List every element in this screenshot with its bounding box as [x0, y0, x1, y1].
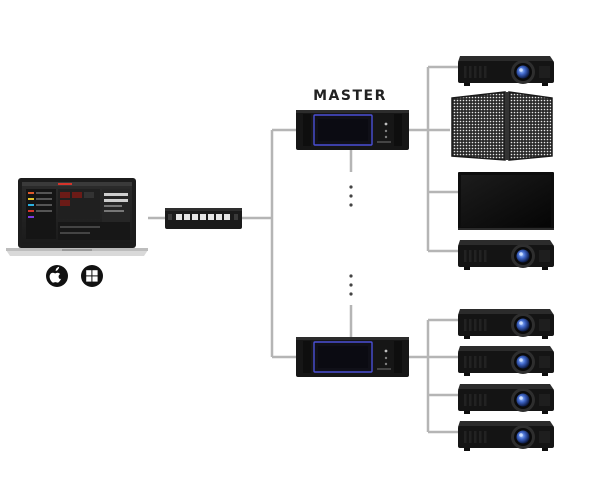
laptop — [6, 178, 148, 256]
flat-display — [458, 172, 554, 230]
projector-lens — [516, 65, 530, 79]
led-wall — [451, 91, 553, 161]
windows-logo-icon — [81, 265, 103, 287]
projector-lens — [516, 393, 530, 407]
apple-logo-icon — [46, 265, 68, 287]
projector-lens — [516, 430, 530, 444]
projector — [458, 56, 554, 86]
master-media-server — [296, 110, 409, 150]
slave-media-server — [296, 337, 409, 377]
network-switch — [165, 208, 242, 229]
projector-lens — [516, 318, 530, 332]
master-label: MASTER — [313, 88, 387, 104]
ellipsis-dots — [349, 185, 353, 296]
led-wall-panel-left — [452, 92, 505, 160]
projector-lens — [516, 355, 530, 369]
projector — [458, 346, 554, 376]
projector — [458, 421, 554, 451]
led-wall-panel-right — [509, 92, 552, 160]
projector-group — [458, 56, 554, 451]
switch-ports — [176, 214, 230, 220]
projector-lens — [516, 249, 530, 263]
projector — [458, 384, 554, 414]
cable-lines — [148, 65, 460, 434]
projector — [458, 309, 554, 339]
projector — [458, 240, 554, 270]
